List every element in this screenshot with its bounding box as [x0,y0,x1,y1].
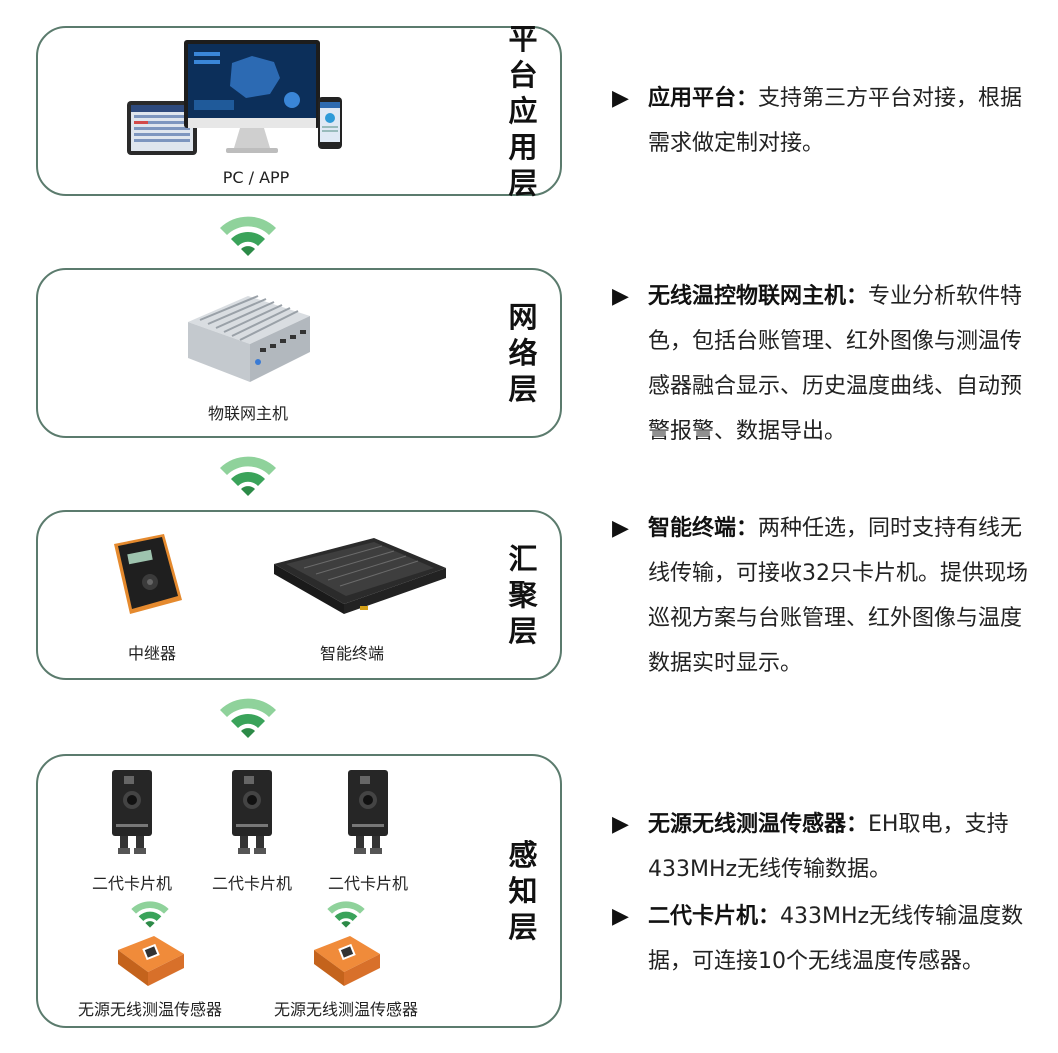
layer-aggregation: 中继器 智能终端 汇聚层 [36,510,562,680]
layer-title-perception: 感知层 [508,838,538,944]
description-body: EH取电，支持433MHz无线传输数据。 [648,812,1009,882]
layer-title-application: 平台应用层 [508,22,538,200]
wifi-icon [131,901,169,928]
tablet-icon [127,101,197,155]
phone-icon [318,97,342,149]
arrow-icon: ▶ [612,812,629,837]
arrow-icon: ▶ [612,86,629,111]
description-heading: 无线温控物联网主机： [648,284,869,309]
description-heading: 二代卡片机： [648,904,781,929]
wifi-icon [220,456,276,496]
wifi-icon [220,216,276,256]
card-camera-icon [232,770,272,854]
arrow-icon: ▶ [612,516,629,541]
description-smart-terminal: ▶ 智能终端：两种任选，同时支持有线无线传输，可接收32只卡片机。提供现场巡视方案… [612,506,1032,686]
arrow-icon: ▶ [612,284,629,309]
description-heading: 智能终端： [648,516,759,541]
sensor-icon [314,936,380,986]
smart-terminal-icon [274,538,446,614]
description-heading: 应用平台： [648,86,759,111]
caption-card-camera-3: 二代卡片机 [327,874,408,893]
caption-sensor-1: 无源无线测温传感器 [77,1000,222,1019]
layer-application: PC / APP 平台应用层 [36,22,562,200]
caption-smart-terminal: 智能终端 [319,644,384,663]
layer-network: 物联网主机 网络层 [36,268,562,438]
industrial-pc-icon [188,295,310,382]
caption-pc-app: PC / APP [222,168,290,187]
card-camera-icon [112,770,152,854]
caption-iot-host: 物联网主机 [207,404,288,423]
description-application: ▶ 应用平台：支持第三方平台对接，根据需求做定制对接。 [612,76,1032,166]
layer-title-aggregation: 汇聚层 [508,542,538,648]
caption-card-camera-1: 二代卡片机 [91,874,172,893]
caption-relay: 中继器 [127,644,176,663]
relay-icon [114,534,182,614]
caption-sensor-2: 无源无线测温传感器 [273,1000,418,1019]
description-body: 433MHz无线传输温度数据，可连接10个无线温度传感器。 [648,904,1024,974]
layer-perception: 二代卡片机 二代卡片机 二代卡片机 无源无线测温传感器 无源无线测温传感器 感知… [36,754,562,1028]
description-body: 两种任选，同时支持有线无线传输，可接收32只卡片机。提供现场巡视方案与台账管理、… [648,516,1028,676]
description-body: 支持第三方平台对接，根据需求做定制对接。 [648,86,1023,156]
card-camera-icon [348,770,388,854]
wifi-icon [220,698,276,738]
description-body: 专业分析软件特色，包括台账管理、红外图像与测温传感器融合显示、历史温度曲线、自动… [648,284,1023,444]
caption-card-camera-2: 二代卡片机 [211,874,292,893]
arrow-icon: ▶ [612,904,629,929]
layer-title-network: 网络层 [508,300,538,406]
description-iot-host: ▶ 无线温控物联网主机：专业分析软件特色，包括台账管理、红外图像与测温传感器融合显… [612,274,1032,454]
wifi-icon [327,901,365,928]
description-sensor-camera: ▶ 无源无线测温传感器：EH取电，支持433MHz无线传输数据。 ▶ 二代卡片机：4… [612,802,1032,984]
description-heading: 无源无线测温传感器： [648,812,869,837]
sensor-icon [118,936,184,986]
monitor-icon [184,40,320,153]
